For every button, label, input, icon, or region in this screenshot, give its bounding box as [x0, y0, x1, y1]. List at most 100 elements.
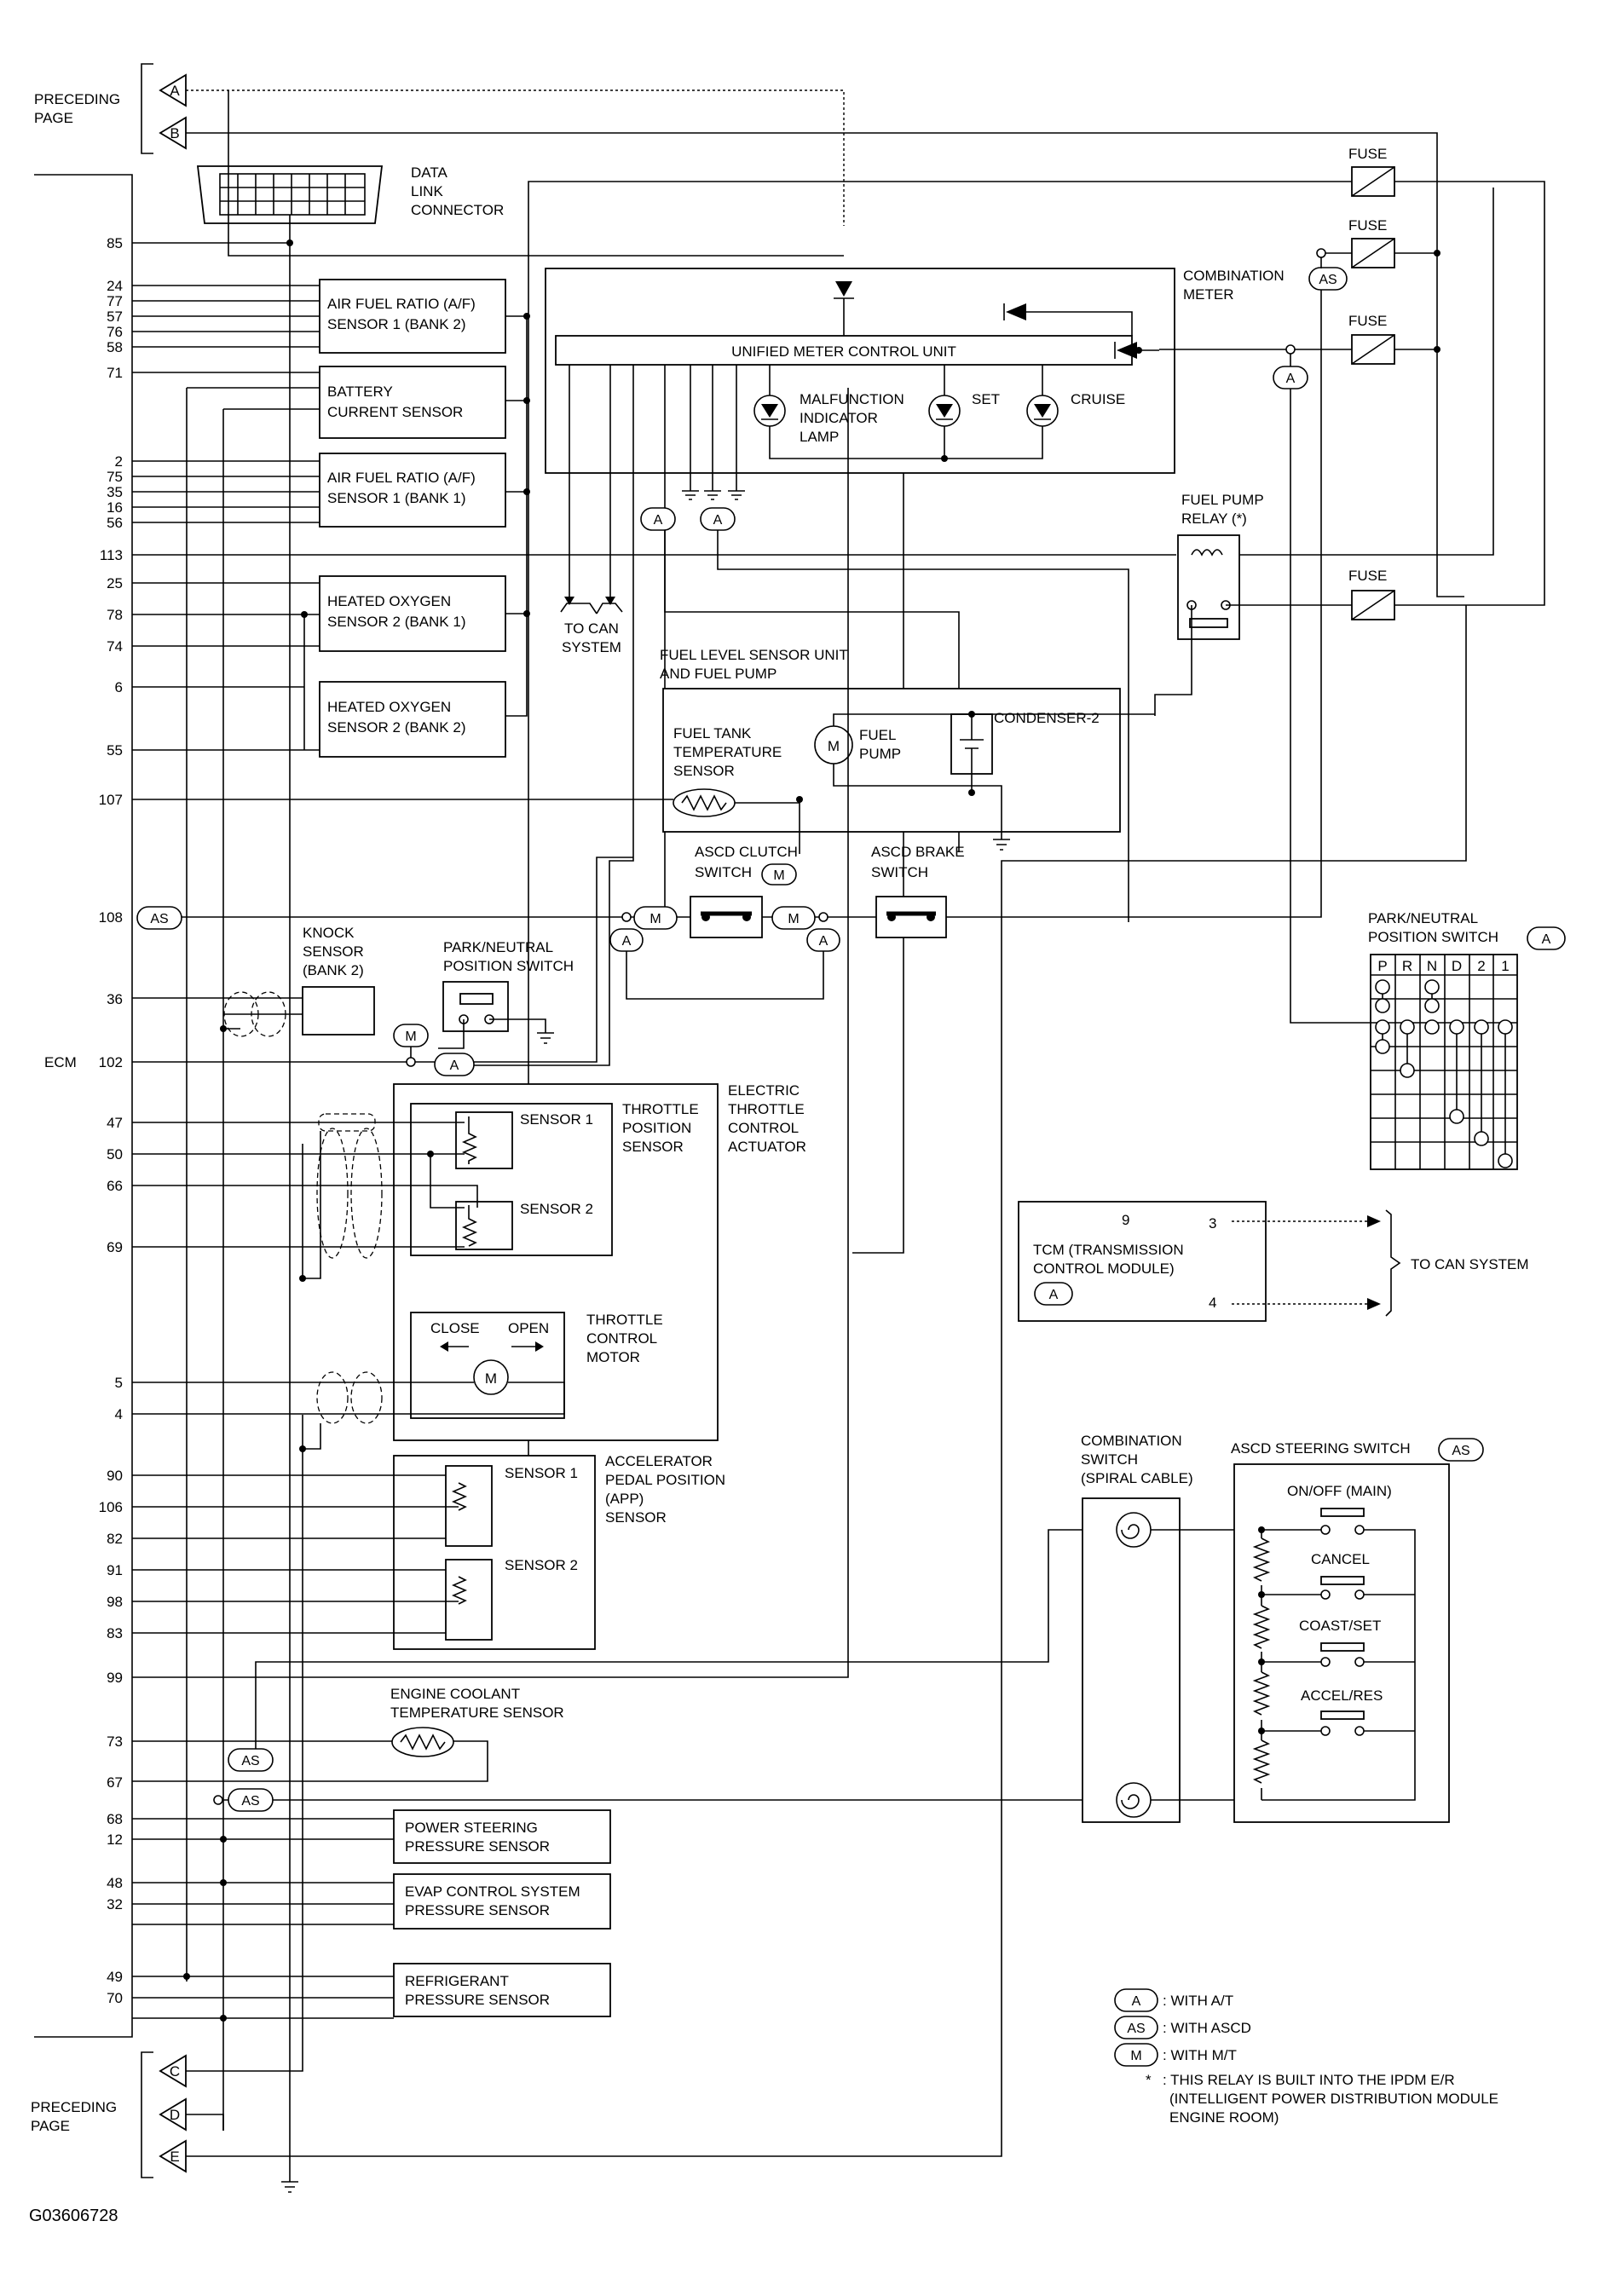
- svg-text:12: 12: [107, 1832, 123, 1848]
- svg-text:SENSOR 2 (BANK 2): SENSOR 2 (BANK 2): [327, 719, 466, 736]
- svg-text:ON/OFF (MAIN): ON/OFF (MAIN): [1287, 1483, 1392, 1499]
- svg-text:ASCD CLUTCH: ASCD CLUTCH: [695, 844, 798, 860]
- svg-text:AS: AS: [241, 1754, 259, 1768]
- svg-text:3: 3: [1209, 1215, 1216, 1232]
- svg-text:E: E: [170, 2149, 179, 2165]
- svg-text:: WITH A/T: : WITH A/T: [1163, 1993, 1233, 2009]
- svg-text:24: 24: [107, 278, 123, 294]
- svg-text:16: 16: [107, 499, 123, 516]
- ground-fuel: [993, 839, 1010, 851]
- svg-text:47: 47: [107, 1115, 123, 1131]
- svg-text:102: 102: [99, 1054, 123, 1070]
- svg-text:SWITCH: SWITCH: [871, 864, 928, 880]
- svg-text:PARK/NEUTRAL: PARK/NEUTRAL: [443, 939, 553, 955]
- svg-text:5: 5: [115, 1375, 123, 1391]
- svg-text:ASCD BRAKE: ASCD BRAKE: [871, 844, 965, 860]
- svg-text:MALFUNCTION: MALFUNCTION: [800, 391, 904, 407]
- pn-switch-mt: PARK/NEUTRAL POSITION SWITCH: [442, 939, 574, 1032]
- svg-text:(APP): (APP): [605, 1491, 644, 1507]
- svg-text:AIR FUEL RATIO (A/F): AIR FUEL RATIO (A/F): [327, 296, 476, 312]
- svg-text:AS: AS: [1319, 273, 1337, 287]
- as-tag-67: AS: [228, 1748, 274, 1772]
- figure-id: G03606728: [29, 2207, 118, 2225]
- page-connector-e: E: [159, 2139, 187, 2173]
- svg-text:9: 9: [1122, 1212, 1129, 1228]
- svg-text:SET: SET: [972, 391, 1000, 407]
- svg-text:COMBINATION: COMBINATION: [1183, 268, 1285, 284]
- bracket-top: [141, 63, 153, 154]
- wire-ho2s: [132, 613, 527, 751]
- combination-switch: COMBINATION SWITCH (SPIRAL CABLE): [1081, 1433, 1193, 1823]
- svg-text:(INTELLIGENT POWER DISTRIBUTIO: (INTELLIGENT POWER DISTRIBUTION MODULE: [1169, 2091, 1498, 2107]
- svg-text:4: 4: [1209, 1295, 1216, 1311]
- refrigerant-sensor: REFRIGERANT PRESSURE SENSOR: [393, 1963, 611, 2017]
- svg-text:A: A: [654, 513, 663, 528]
- svg-text:A: A: [1286, 372, 1296, 386]
- ground-dlc: [281, 2181, 298, 2193]
- m-tag-clutch: M: [761, 863, 797, 886]
- svg-text:MOTOR: MOTOR: [586, 1349, 640, 1365]
- svg-text:48: 48: [107, 1875, 123, 1891]
- ho2s2-bank1: HEATED OXYGEN SENSOR 2 (BANK 1): [319, 575, 506, 652]
- preceding-page-label-top: PRECEDING: [34, 91, 120, 107]
- svg-text:FUEL PUMP: FUEL PUMP: [1181, 492, 1264, 508]
- etc-actuator: ELECTRIC THROTTLE CONTROL ACTUATOR THROT…: [393, 1082, 806, 1441]
- svg-text:: WITH M/T: : WITH M/T: [1163, 2047, 1237, 2063]
- svg-text:ENGINE ROOM): ENGINE ROOM): [1169, 2109, 1279, 2126]
- svg-text:77: 77: [107, 293, 123, 309]
- svg-text:78: 78: [107, 607, 123, 623]
- ground-meter: [682, 490, 745, 500]
- svg-text:85: 85: [107, 235, 123, 251]
- svg-text:: WITH ASCD: : WITH ASCD: [1163, 2020, 1251, 2036]
- can-brace-2: [1385, 1209, 1401, 1317]
- svg-text:TEMPERATURE SENSOR: TEMPERATURE SENSOR: [390, 1705, 564, 1721]
- svg-text:A: A: [819, 934, 828, 949]
- wire-meter-outs: [443, 365, 904, 1254]
- svg-text:SENSOR 1 (BANK 1): SENSOR 1 (BANK 1): [327, 490, 466, 506]
- mil-lamp: MALFUNCTION INDICATOR LAMP: [753, 391, 904, 445]
- svg-text:ACTUATOR: ACTUATOR: [728, 1139, 806, 1155]
- m-tag-108-1: M: [633, 906, 678, 930]
- svg-text:AIR FUEL RATIO (A/F): AIR FUEL RATIO (A/F): [327, 470, 476, 486]
- svg-text:AS: AS: [241, 1794, 259, 1809]
- svg-text:(SPIRAL CABLE): (SPIRAL CABLE): [1081, 1470, 1193, 1486]
- svg-text:57: 57: [107, 309, 123, 325]
- svg-text:LAMP: LAMP: [800, 429, 839, 445]
- svg-text:83: 83: [107, 1625, 123, 1641]
- svg-text:SWITCH: SWITCH: [1081, 1451, 1138, 1468]
- svg-text:107: 107: [99, 792, 123, 808]
- wire-af-bank1: [132, 460, 527, 523]
- wire-a-pn: [1290, 389, 1377, 1024]
- svg-text:A: A: [1542, 932, 1551, 947]
- svg-text:SWITCH: SWITCH: [695, 864, 752, 880]
- svg-text:PUMP: PUMP: [859, 746, 901, 762]
- a-tag-108-2: A: [806, 928, 840, 952]
- svg-text:SENSOR: SENSOR: [303, 943, 364, 960]
- pn-grid: P R N D 2 1: [1370, 954, 1518, 1170]
- legend-tag-as: AS: [1114, 2016, 1158, 2039]
- svg-text:56: 56: [107, 515, 123, 531]
- as-tag-108: AS: [136, 906, 182, 930]
- svg-text:108: 108: [99, 909, 123, 926]
- preceding-page-label-bottom-2: PAGE: [31, 2118, 70, 2134]
- wire-app: [132, 1474, 459, 1634]
- as-tag-68: AS: [228, 1788, 274, 1812]
- fuel-level-unit: FUEL LEVEL SENSOR UNIT AND FUEL PUMP FUE…: [660, 647, 1121, 833]
- a-tag-meter-1: A: [640, 507, 676, 531]
- svg-text:A: A: [450, 1059, 459, 1073]
- svg-text:58: 58: [107, 339, 123, 355]
- svg-text:*: *: [1146, 2072, 1152, 2088]
- svg-text:M: M: [788, 912, 799, 926]
- page-connector-a: A: [159, 73, 187, 107]
- svg-text:POSITION SWITCH: POSITION SWITCH: [443, 958, 574, 974]
- ecm-pins: 85 24 77 57 76 58 71 2 75 35 16 56 113 2…: [99, 235, 123, 2006]
- svg-text:A: A: [170, 83, 180, 99]
- svg-text:SENSOR: SENSOR: [622, 1139, 684, 1155]
- ecm-label: ECM: [44, 1054, 77, 1070]
- ecm-body: [34, 174, 133, 2038]
- svg-text:LINK: LINK: [411, 183, 443, 199]
- svg-text:COMBINATION: COMBINATION: [1081, 1433, 1182, 1449]
- svg-text:99: 99: [107, 1670, 123, 1686]
- svg-text:FUSE: FUSE: [1348, 568, 1387, 584]
